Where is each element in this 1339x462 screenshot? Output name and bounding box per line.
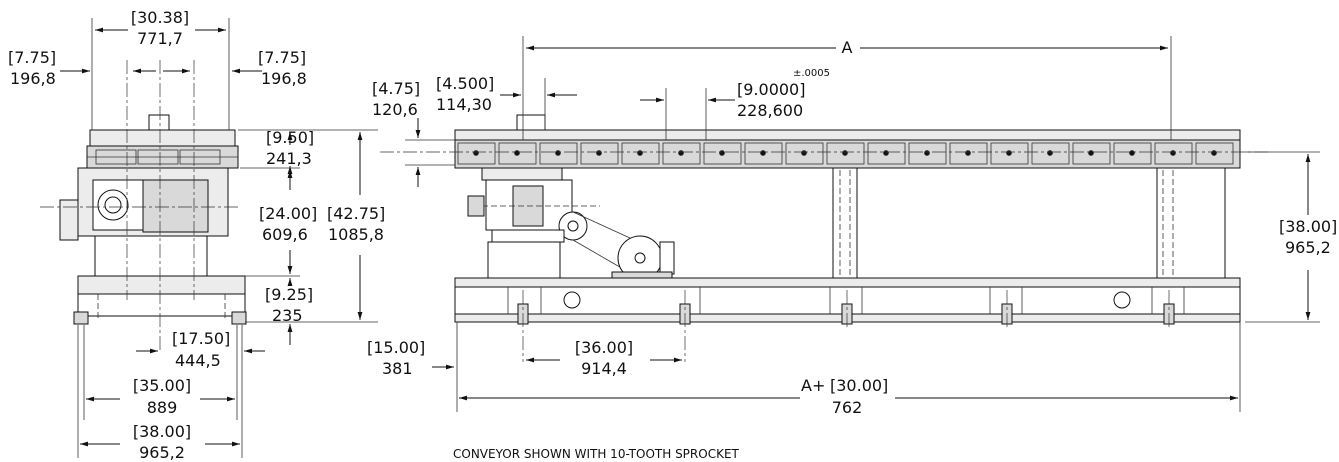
end-foot-width-mm: 965,2 [139,443,185,462]
side-leg-1 [832,167,858,279]
end-drive-height-mm: 609,6 [262,225,308,244]
pallet-bolt [924,150,930,156]
pallet-block [867,142,906,165]
side-height-in: [38.00] [1279,217,1337,236]
side-total-length-in: [30.00] [830,376,888,395]
pallet-bolt [842,150,848,156]
pallet-block [580,142,619,165]
side-drive-column [487,241,561,279]
pallet-block [1113,142,1152,165]
end-total-height-in: [42.75] [327,204,385,223]
end-base-height-in: [9.25] [265,285,313,304]
pallet-block [990,142,1029,165]
side-locator-pin [516,114,546,131]
side-total-length-mm: 762 [832,398,863,417]
pallet-bolt [514,150,520,156]
side-base-hole-1 [563,291,581,309]
end-pallet-height-mm: 241,3 [266,149,312,168]
pallet-block [1031,142,1070,165]
pallet-bolt [1129,150,1135,156]
pallet-bolt [801,150,807,156]
end-width-in: [30.38] [131,8,189,27]
end-base-plate [77,275,246,295]
side-leg-spacing-mm: 914,4 [581,359,627,378]
side-top-rail [454,129,1241,141]
side-leg-2 [1156,167,1226,279]
end-base-width-mm: 889 [147,398,178,417]
pallet-bolt [760,150,766,156]
pallet-bolt [883,150,889,156]
pallet-block [457,142,496,165]
pallet-block [621,142,660,165]
side-base-hole-2 [1113,291,1131,309]
pallet-block [1154,142,1193,165]
end-column [94,235,208,277]
side-total-prefix: A+ [801,376,825,395]
end-base-height-mm: 235 [272,306,303,325]
side-height-mm: 965,2 [1285,238,1331,257]
pallet-block [1195,142,1234,165]
side-view: A [4.500] 114,30 ±.0005 [9.0000] 228,600… [367,36,1337,417]
end-base-frame [77,293,246,317]
end-handwheel [59,199,79,241]
end-view: [30.38] 771,7 [7.75] 196,8 [7.75] 196,8 … [8,8,385,462]
end-drive-height-in: [24.00] [259,204,317,223]
side-first-offset-mm: 114,30 [436,95,492,114]
side-overhang-in: [15.00] [367,338,425,357]
side-length-a: A [842,38,853,57]
pallet-bolt [1088,150,1094,156]
end-half-base-mm: 444,5 [175,351,221,370]
end-foot-width-in: [38.00] [133,422,191,441]
pallet-bolt [596,150,602,156]
side-first-offset-in: [4.500] [436,74,494,93]
pallet-block [826,142,865,165]
end-top-rail [89,129,236,147]
side-leg-spacing-in: [36.00] [575,338,633,357]
pallet-block [539,142,578,165]
drawing-caption: CONVEYOR SHOWN WITH 10-TOOTH SPROCKET [453,447,740,461]
pallet-bolt [473,150,479,156]
side-pitch-in: [9.0000] [737,80,805,99]
side-pitch-mm: 228,600 [737,101,803,120]
end-width-mm: 771,7 [137,29,183,48]
end-half-base-in: [17.50] [172,329,230,348]
side-tolerance: ±.0005 [793,68,830,79]
side-overhang-mm: 381 [382,359,413,378]
pallet-bolt [678,150,684,156]
side-thickness-in: [4.75] [372,79,420,98]
pallet-block [498,142,537,165]
end-right-offset-mm: 196,8 [261,69,307,88]
pallet-bolt [1047,150,1053,156]
end-left-offset-in: [7.75] [8,48,56,67]
pallet-bolt [1211,150,1217,156]
end-right-offset-in: [7.75] [258,48,306,67]
pallet-bolt [1006,150,1012,156]
pallet-block [703,142,742,165]
pallet-block [662,142,701,165]
side-thickness-mm: 120,6 [372,100,418,119]
side-base-rail [454,277,1241,288]
pallet-bolt [719,150,725,156]
end-locator-pin [148,114,170,131]
pallet-block [744,142,783,165]
end-total-height-mm: 1085,8 [328,225,384,244]
pallet-bolt [965,150,971,156]
pallet-block [908,142,947,165]
pallet-bolt [637,150,643,156]
end-pallet-height-in: [9.50] [266,128,314,147]
pallet-block [785,142,824,165]
pallet-bolt [555,150,561,156]
pallet-bolt [1170,150,1176,156]
pallet-block [1072,142,1111,165]
end-left-offset-mm: 196,8 [10,69,56,88]
end-base-width-in: [35.00] [133,376,191,395]
pallet-block [949,142,988,165]
